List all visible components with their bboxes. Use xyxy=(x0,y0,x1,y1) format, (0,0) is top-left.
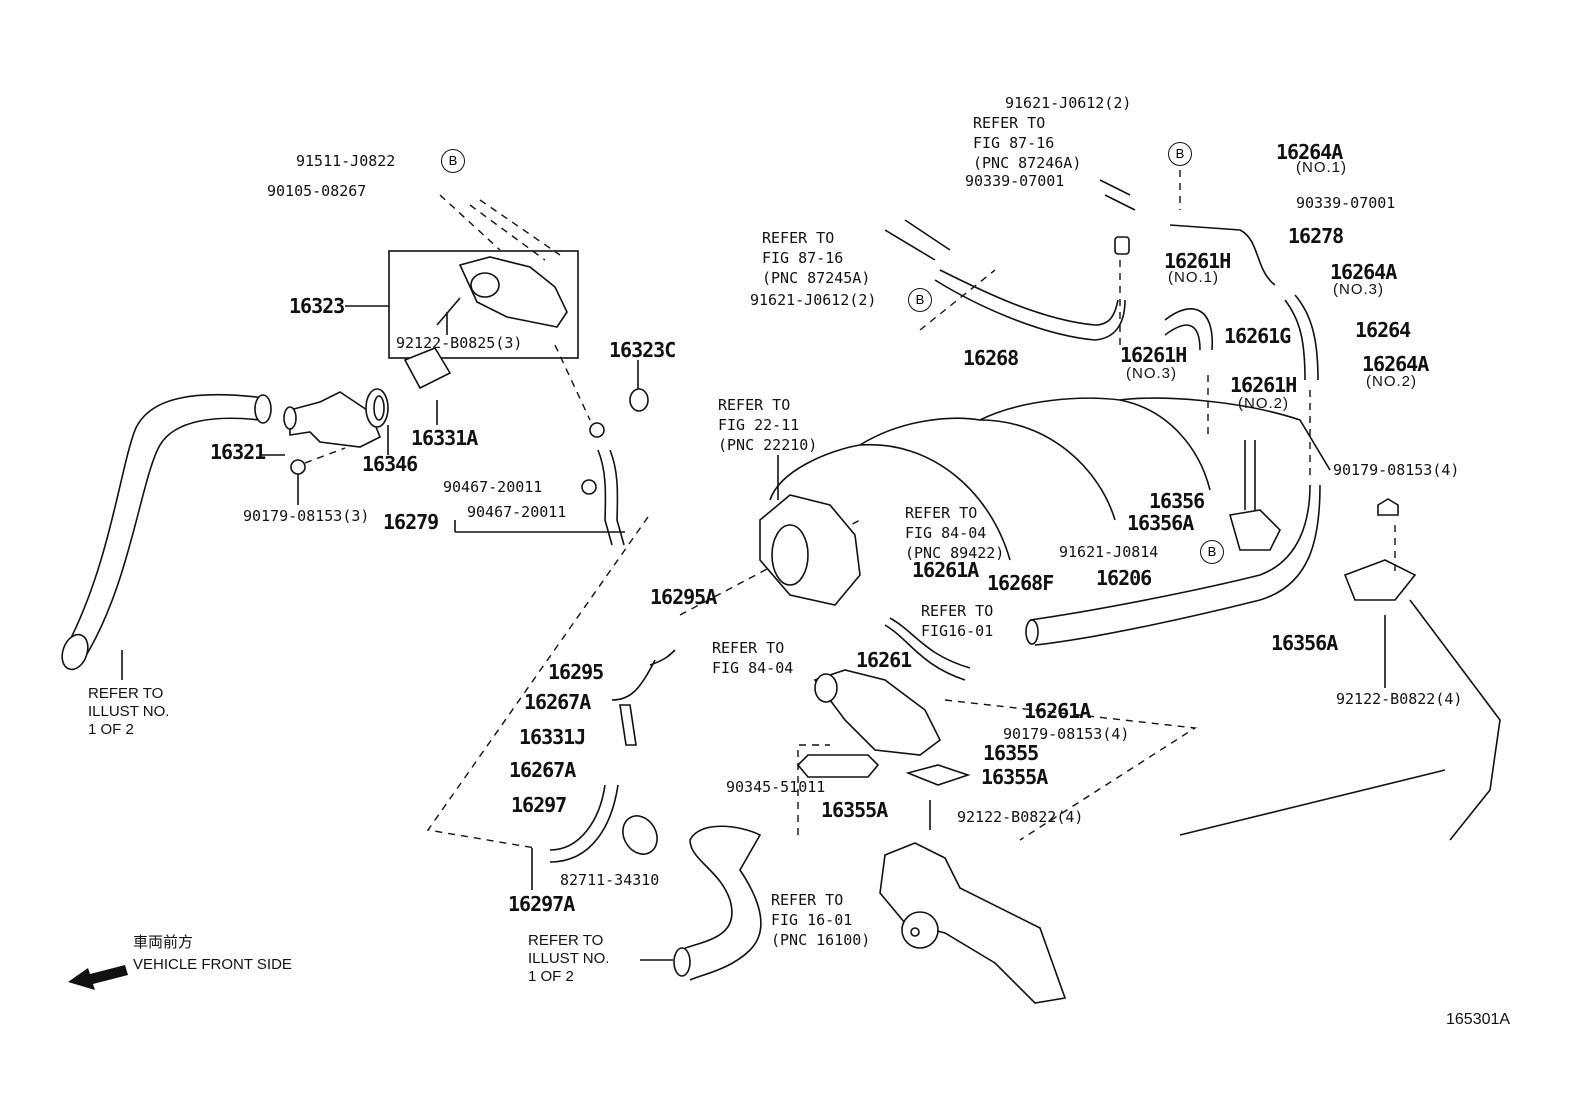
marker-b-1: B xyxy=(441,149,465,173)
callout-16295A[interactable]: 16295A xyxy=(650,585,717,609)
water-outlet xyxy=(289,391,382,448)
callout-16356A-b[interactable]: 16356A xyxy=(1271,631,1338,655)
callout-16264[interactable]: 16264 xyxy=(1355,318,1411,342)
marker-b-3: B xyxy=(908,288,932,312)
hose-16261G xyxy=(1164,308,1213,351)
callout-16261G[interactable]: 16261G xyxy=(1224,324,1291,348)
hose-16264 xyxy=(1284,294,1319,381)
callout-16261H-no3-sub: (NO.3) xyxy=(1126,365,1177,382)
ref-illust-b[interactable]: REFER TO ILLUST NO. 1 OF 2 xyxy=(528,932,610,985)
vehicle-front-arrow xyxy=(68,965,128,990)
radiator-hose-upper xyxy=(69,393,266,641)
callout-16261A-a[interactable]: 16261A xyxy=(912,558,979,582)
callout-16268F[interactable]: 16268F xyxy=(987,571,1054,595)
hose-16297 xyxy=(549,784,619,863)
callout-16356[interactable]: 16356 xyxy=(1149,489,1205,513)
marker-b-4: B xyxy=(1200,540,1224,564)
callout-16346[interactable]: 16346 xyxy=(362,452,418,476)
ref-fig-16-01-a[interactable]: REFER TO FIG16-01 xyxy=(921,602,994,640)
callout-16261H-no3[interactable]: 16261H xyxy=(1120,343,1187,367)
callout-90467-20011-a[interactable]: 90467-20011 xyxy=(443,478,543,496)
callout-16297[interactable]: 16297 xyxy=(511,793,567,817)
callout-16261H-no1[interactable]: 16261H xyxy=(1164,249,1231,273)
callout-16355[interactable]: 16355 xyxy=(983,741,1039,765)
water-outlet-16355 xyxy=(813,669,942,756)
hose-16279 xyxy=(597,449,613,546)
ref-fig-87-16-b[interactable]: REFER TO FIG 87-16 (PNC 87245A) xyxy=(762,229,871,287)
intake-manifold xyxy=(769,397,1331,501)
hose-16268 xyxy=(939,269,1119,326)
callout-16331A[interactable]: 16331A xyxy=(411,426,478,450)
callout-90105-08267[interactable]: 90105-08267 xyxy=(267,182,367,200)
callout-90467-20011-b[interactable]: 90467-20011 xyxy=(467,503,567,521)
thermo-valve-16331J xyxy=(619,704,637,746)
callout-16264A-no1[interactable]: 16264A xyxy=(1276,140,1343,164)
direction-label-en: VEHICLE FRONT SIDE xyxy=(133,956,292,973)
radiator-hose-lower xyxy=(684,825,762,981)
marker-b-2: B xyxy=(1168,142,1192,166)
callout-90339-07001-b[interactable]: 90339-07001 xyxy=(1296,194,1396,212)
callout-16278[interactable]: 16278 xyxy=(1288,224,1344,248)
callout-16264A-no3-sub: (NO.3) xyxy=(1333,281,1384,298)
callout-16261H-no1-sub: (NO.1) xyxy=(1168,269,1219,286)
callout-16356A-a[interactable]: 16356A xyxy=(1127,511,1194,535)
direction-label-jp: 車両前方 xyxy=(133,934,194,951)
ref-fig-16-01-b[interactable]: REFER TO FIG 16-01 (PNC 16100) xyxy=(771,891,871,949)
callout-92122-B0825[interactable]: 92122-B0825(3) xyxy=(396,334,523,352)
callout-16264A-no2-sub: (NO.2) xyxy=(1366,373,1417,390)
callout-16331J[interactable]: 16331J xyxy=(519,725,586,749)
callout-16261A-b[interactable]: 16261A xyxy=(1024,699,1091,723)
ref-fig-84-04-b[interactable]: REFER TO FIG 84-04 xyxy=(712,639,794,677)
callout-16295[interactable]: 16295 xyxy=(548,660,604,684)
callout-16261[interactable]: 16261 xyxy=(856,648,912,672)
callout-91621-J0612-top[interactable]: 91621-J0612(2) xyxy=(1005,94,1132,112)
nut-90179-r xyxy=(1377,498,1399,516)
ref-fig-84-04-a[interactable]: REFER TO FIG 84-04 (PNC 89422) xyxy=(905,504,1005,562)
callout-16323[interactable]: 16323 xyxy=(289,294,345,318)
assembly-box-16323 xyxy=(388,250,579,359)
callout-16355A-b[interactable]: 16355A xyxy=(821,798,888,822)
callout-91621-J0814[interactable]: 91621-J0814 xyxy=(1059,543,1159,561)
callout-90179-08153-3[interactable]: 90179-08153(3) xyxy=(243,507,370,525)
water-pump xyxy=(879,842,1067,1004)
callout-90179-08153-4b[interactable]: 90179-08153(4) xyxy=(1003,725,1130,743)
callout-91621-J0612-mid[interactable]: 91621-J0612(2) xyxy=(750,291,877,309)
o-ring-16323C xyxy=(629,388,649,412)
illustration-code: 165301A xyxy=(1446,1011,1511,1028)
hose-16278 xyxy=(1169,224,1276,286)
callout-92122-B0822-b[interactable]: 92122-B0822(4) xyxy=(957,808,1084,826)
callout-16264A-no1-sub: (NO.1) xyxy=(1296,159,1347,176)
callout-92122-B0822-a[interactable]: 92122-B0822(4) xyxy=(1336,690,1463,708)
water-inlet-housing xyxy=(458,256,568,328)
gasket-16355A xyxy=(796,754,880,778)
callout-16206[interactable]: 16206 xyxy=(1096,566,1152,590)
callout-16261H-no2-sub: (NO.2) xyxy=(1238,395,1289,412)
callout-90345-51011[interactable]: 90345-51011 xyxy=(726,778,826,796)
ref-illust-a[interactable]: REFER TO ILLUST NO. 1 OF 2 xyxy=(88,685,170,738)
callout-16267A-a[interactable]: 16267A xyxy=(524,690,591,714)
callout-82711-34310[interactable]: 82711-34310 xyxy=(560,871,660,889)
callout-90179-08153-4a[interactable]: 90179-08153(4) xyxy=(1333,461,1460,479)
water-bypass-pipe xyxy=(1029,484,1311,621)
ref-fig-87-16-a[interactable]: REFER TO FIG 87-16 (PNC 87246A) xyxy=(973,114,1082,172)
callout-16355A-a[interactable]: 16355A xyxy=(981,765,1048,789)
callout-16261H-no2[interactable]: 16261H xyxy=(1230,373,1297,397)
hose-16261 xyxy=(884,617,971,681)
ref-fig-22-11[interactable]: REFER TO FIG 22-11 (PNC 22210) xyxy=(718,396,818,454)
callout-90339-07001-a[interactable]: 90339-07001 xyxy=(965,172,1065,190)
callout-16297A[interactable]: 16297A xyxy=(508,892,575,916)
callout-16279[interactable]: 16279 xyxy=(383,510,439,534)
callout-16267A-b[interactable]: 16267A xyxy=(509,758,576,782)
callout-91511-J0822[interactable]: 91511-J0822 xyxy=(296,152,396,170)
callout-16264A-no2[interactable]: 16264A xyxy=(1362,352,1429,376)
callout-16268[interactable]: 16268 xyxy=(963,346,1019,370)
callout-16323C[interactable]: 16323C xyxy=(609,338,676,362)
cap-82711 xyxy=(622,815,658,855)
callout-16264A-no3[interactable]: 16264A xyxy=(1330,260,1397,284)
thermostat xyxy=(403,347,452,390)
callout-16321[interactable]: 16321 xyxy=(210,440,266,464)
